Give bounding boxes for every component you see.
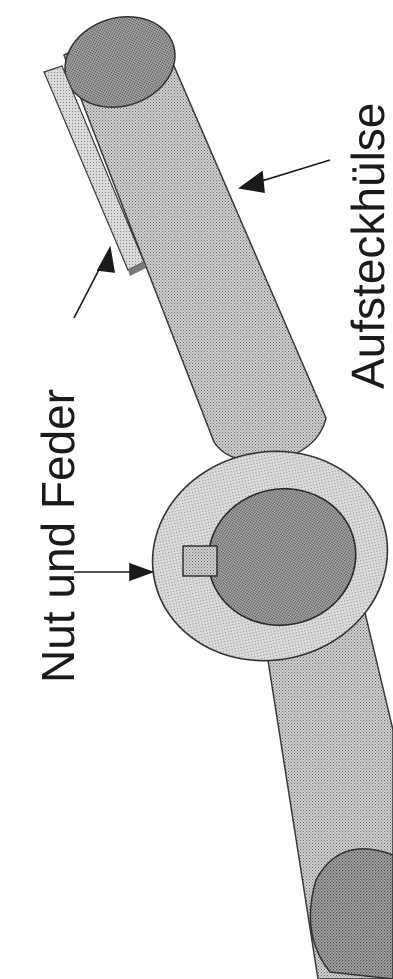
arrow-feder-head <box>98 248 114 272</box>
shaft-part <box>133 430 393 979</box>
label-nut-und-feder: Nut und Feder <box>32 389 84 683</box>
arrow-aufsteckhulse-head <box>240 172 264 192</box>
bottom-disc <box>310 849 393 979</box>
arrow-nut-head <box>130 564 152 580</box>
label-aufsteckhulse: Aufsteckhülse <box>342 103 393 389</box>
arrow-aufsteckhulse-line <box>252 160 330 184</box>
sleeve-part <box>44 3 326 462</box>
keyway-notch <box>183 546 217 576</box>
